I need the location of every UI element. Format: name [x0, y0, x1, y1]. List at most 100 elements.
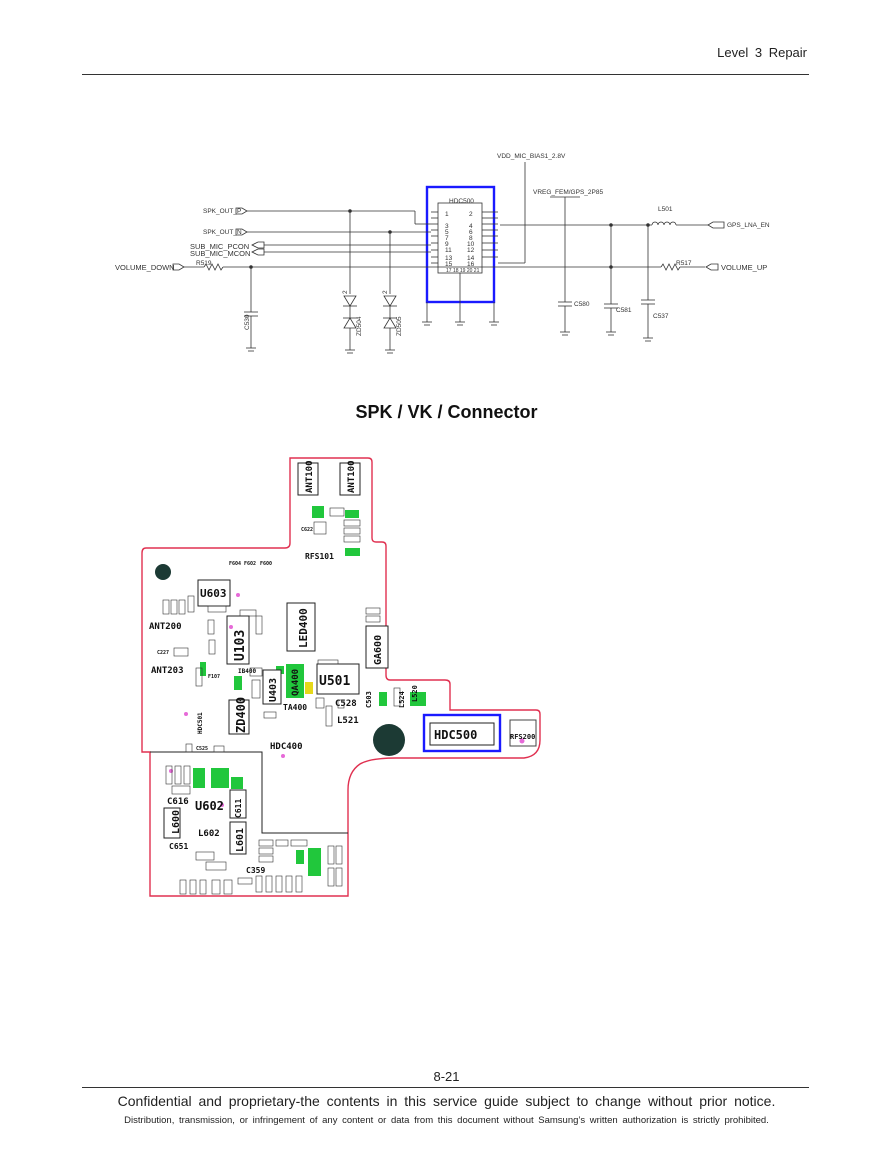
- label-c622: C622: [301, 527, 313, 533]
- label-ant200: ANT200: [149, 622, 182, 632]
- label-qa400: QA400: [291, 669, 301, 696]
- part-c580: C580: [574, 301, 590, 308]
- part-c530: C530: [244, 314, 251, 330]
- part-zd504: ZD504: [356, 316, 363, 336]
- label-hdc500: HDC500: [434, 728, 477, 742]
- svg-text:12: 12: [467, 247, 475, 254]
- svg-text:1: 1: [445, 211, 449, 218]
- label-rfs101: RFS101: [305, 552, 334, 561]
- net-sub-mic-mcon: SUB_MIC_MCON: [190, 249, 250, 258]
- net-sub-mic-pcon: SUB_MIC_PCON: [190, 242, 249, 251]
- small-parts: [162, 507, 401, 895]
- part-zd505: ZD505: [396, 316, 403, 336]
- label-ant100a: ANT100: [305, 460, 315, 493]
- label-u602: U602: [195, 799, 224, 813]
- label-rfs200: RFS200: [510, 733, 535, 741]
- section-title: SPK / VK / Connector: [355, 402, 538, 422]
- net-vdd-mic: VDD_MIC_BIAS1_2.8V: [497, 153, 566, 160]
- yellow-part: [305, 682, 313, 694]
- label-ant203: ANT203: [151, 666, 184, 676]
- svg-text:3: 3: [445, 223, 449, 230]
- net-spk-out-n: SPK_OUT_N: [203, 229, 242, 236]
- net-vreg-fem: VREG_FEM/GPS_2P85: [533, 189, 603, 196]
- header-level-number: 3: [754, 45, 763, 60]
- label-l602: L602: [198, 829, 220, 839]
- net-volume-down: VOLUME_DOWN: [115, 263, 175, 272]
- footer-notice: Confidential and proprietary-the content…: [117, 1093, 776, 1109]
- label-led400: LED400: [297, 608, 310, 648]
- label-c525: C525: [196, 746, 208, 752]
- label-u103: U103: [233, 630, 248, 661]
- ic-pins-right: 2 4 6 8 10 12 14 16: [467, 211, 475, 268]
- net-gps-lna-en: GPS_LNA_EN: [727, 222, 770, 229]
- svg-text:13: 13: [445, 255, 453, 262]
- hdc500-highlight-box: [425, 185, 496, 304]
- svg-text:9: 9: [445, 241, 449, 248]
- hdc500-pcb-highlight: [422, 713, 502, 753]
- part-l501: L501: [658, 206, 673, 213]
- svg-text:5: 5: [445, 229, 449, 236]
- net-volume-up: VOLUME_UP: [721, 263, 767, 272]
- label-l600: L600: [171, 810, 182, 834]
- svg-text:11: 11: [445, 247, 452, 254]
- label-c528: C528: [335, 699, 357, 709]
- label-u501: U501: [319, 674, 350, 689]
- label-c611: C611: [234, 799, 243, 818]
- svg-text:6: 6: [469, 229, 473, 236]
- label-u403: U403: [268, 678, 279, 702]
- header-level-word: Level: [717, 45, 749, 60]
- part-r517: R517: [676, 260, 692, 267]
- label-f604: F604: [229, 561, 241, 567]
- ic-pins-bottom: 17 18 19 20 21: [446, 268, 480, 274]
- svg-text:14: 14: [467, 255, 475, 262]
- footer-distribution: Distribution, transmission, or infringem…: [124, 1115, 769, 1126]
- svg-text:2: 2: [469, 211, 473, 218]
- label-ib400: IB400: [238, 668, 256, 675]
- label-l520: L520: [411, 685, 419, 702]
- page-number: 8-21: [433, 1069, 460, 1084]
- svg-text:7: 7: [445, 235, 449, 242]
- svg-text:15: 15: [445, 261, 453, 268]
- label-hdc501: HDC501: [197, 712, 204, 734]
- label-c651: C651: [169, 842, 188, 851]
- net-spk-out-p: SPK_OUT_P: [203, 208, 241, 215]
- schematic-diagram: VDD_MIC_BIAS1_2.8V VREG_FEM/GPS_2P85 HDC…: [115, 153, 770, 354]
- label-l521: L521: [337, 716, 359, 726]
- label-hdc400: HDC400: [270, 742, 303, 752]
- part-c581: C581: [616, 307, 632, 314]
- board-inner-line: [150, 751, 348, 834]
- ic-pins-left: 1 3 5 7 9 11 13 15: [445, 211, 453, 268]
- label-l524: L524: [398, 691, 406, 708]
- label-f602: F602: [244, 561, 256, 567]
- label-l601: L601: [235, 828, 246, 852]
- label-c359: C359: [246, 866, 265, 875]
- svg-text:10: 10: [467, 241, 475, 248]
- zd504-pin: 2: [342, 290, 349, 294]
- svg-text:8: 8: [469, 235, 473, 242]
- part-c537: C537: [653, 313, 669, 320]
- pcb-layout: ANT100 ANT100 RFS101 C622 F604 F602 F600…: [141, 457, 541, 897]
- header-rule: [82, 74, 809, 75]
- svg-text:16: 16: [467, 261, 475, 268]
- label-c227: C227: [157, 650, 169, 656]
- mounting-hole-large: [373, 724, 405, 756]
- footer-rule: [82, 1087, 809, 1088]
- label-c503: C503: [365, 691, 373, 708]
- label-u603: U603: [200, 587, 227, 600]
- zd505-pin: 2: [382, 290, 389, 294]
- rfs200-outline: [509, 719, 537, 747]
- header-level-suffix: Repair: [768, 45, 807, 60]
- label-ant100b: ANT100: [347, 460, 357, 493]
- ic-name-label: HDC500: [449, 198, 474, 205]
- label-f107: F107: [208, 674, 220, 680]
- header-level: Level 3 Repair: [717, 45, 807, 60]
- label-ta400: TA400: [283, 703, 307, 712]
- svg-text:4: 4: [469, 223, 473, 230]
- part-r519: R519: [196, 260, 212, 267]
- mounting-hole-small: [155, 564, 171, 580]
- label-ga600: GA600: [373, 635, 384, 665]
- hdc500-ic-body: [437, 202, 483, 274]
- label-c616: C616: [167, 797, 189, 807]
- label-f600: F600: [260, 561, 272, 567]
- label-zd400: ZD400: [234, 697, 248, 733]
